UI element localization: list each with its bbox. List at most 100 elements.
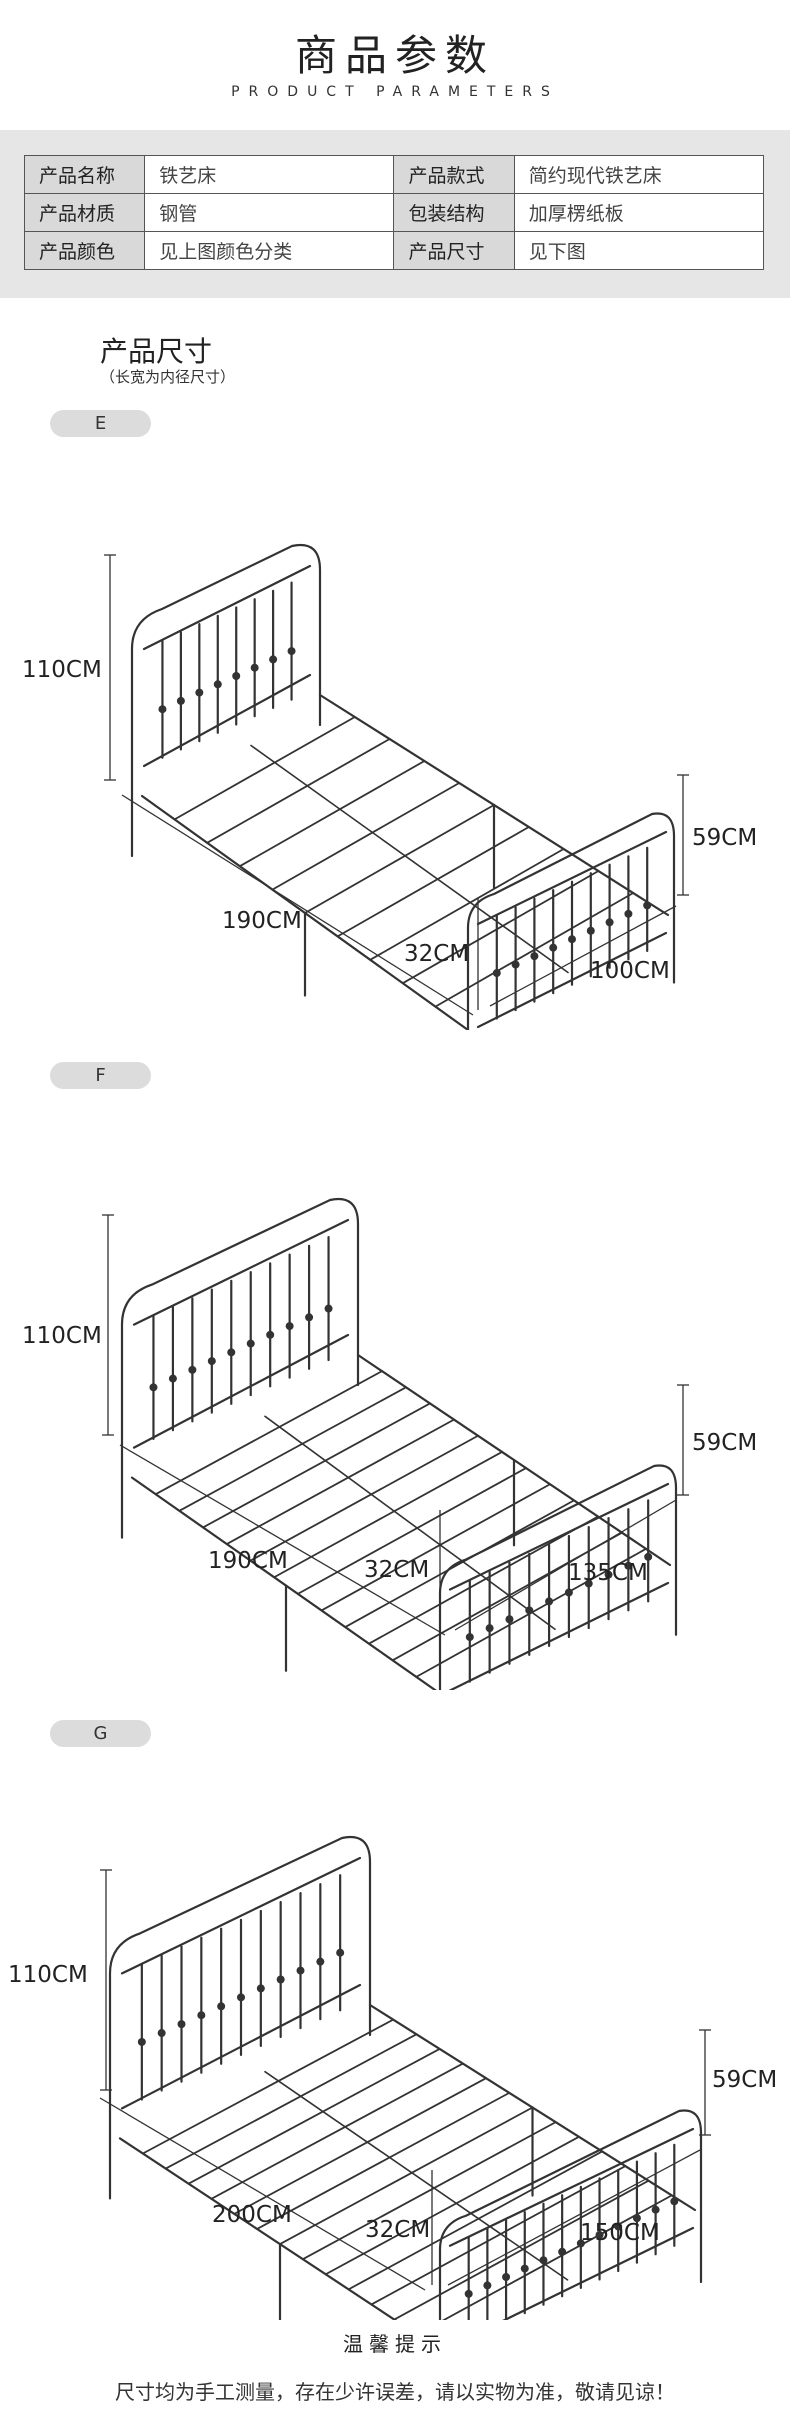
- dim-head-height: 110CM: [22, 657, 102, 683]
- dim-length: 190CM: [222, 908, 302, 934]
- dimension-lines: [104, 554, 689, 1016]
- headboard-spindle-knob: [137, 2037, 146, 2046]
- bed-illustration: [130, 543, 676, 1030]
- dim-length: 190CM: [208, 1548, 288, 1574]
- footboard-spindle-knob: [576, 2239, 585, 2248]
- bed-slat: [233, 2077, 487, 2215]
- param-value: 钢管: [144, 193, 395, 232]
- headboard-spindle-knob: [256, 1984, 265, 1993]
- headboard-spindle-knob: [324, 1304, 333, 1313]
- bed-diagram-f: 110CM 59CM 190CM 32CM 135CM: [22, 1197, 757, 1690]
- bed-slat: [256, 2091, 511, 2230]
- bed-slat: [279, 2106, 534, 2245]
- bed-slat: [225, 1418, 455, 1545]
- bed-slat: [173, 716, 356, 821]
- footboard-spindle-knob: [483, 2281, 492, 2290]
- param-key: 产品材质: [23, 193, 146, 232]
- bed-slat: [370, 2165, 627, 2306]
- param-key: 产品尺寸: [393, 231, 515, 270]
- headboard-spindle-knob: [296, 1966, 305, 1975]
- headboard-spindle-knob: [177, 2020, 186, 2029]
- dim-head-height: 110CM: [22, 1323, 102, 1349]
- bed-slat: [164, 2033, 418, 2170]
- size-section-title: 产品尺寸: [100, 335, 213, 368]
- footboard-frame: [466, 812, 676, 1030]
- footboard-spindle-knob: [558, 2247, 567, 2256]
- dim-leg-height: 32CM: [404, 941, 469, 967]
- bed-slat: [344, 1499, 575, 1628]
- page-subtitle: PRODUCT PARAMETERS: [231, 84, 559, 100]
- footboard-spindle-knob: [492, 969, 501, 978]
- dim-foot-height: 59CM: [712, 2067, 777, 2093]
- headboard-spindle-knob: [213, 680, 222, 689]
- bed-slat: [393, 2179, 650, 2320]
- footboard-spindle-knob: [464, 2289, 473, 2298]
- footboard-spindle-knob: [530, 952, 539, 961]
- footboard-top-rail: [448, 2127, 695, 2247]
- param-value: 简约现代铁艺床: [513, 155, 765, 194]
- headboard-spindle-knob: [227, 1348, 236, 1357]
- footboard-spindle-knob: [465, 1633, 474, 1642]
- footboard-spindle-knob: [595, 2230, 604, 2239]
- bed-slat: [273, 1451, 503, 1579]
- headboard-spindle-knob: [276, 1975, 285, 1984]
- footboard-spindle-knob: [651, 2205, 660, 2214]
- headboard-spindle-knob: [269, 655, 278, 664]
- headboard-spindle-knob: [195, 688, 204, 697]
- bed-slat: [320, 1483, 551, 1612]
- footboard-top-rail: [448, 1482, 670, 1591]
- page-title: 商品参数: [294, 31, 495, 80]
- bed-slat: [336, 826, 530, 938]
- footboard-spindle-knob: [485, 1624, 494, 1633]
- footboard-frame: [438, 2109, 703, 2320]
- model-label-f: F: [50, 1062, 151, 1089]
- headboard-spindle-knob: [316, 1957, 325, 1966]
- tips-title: 温馨提示: [343, 2332, 447, 2356]
- dimension-lines: [102, 1214, 689, 1636]
- dim-foot-height: 59CM: [692, 1430, 757, 1456]
- headboard-frame: [120, 1197, 360, 1539]
- dim-head-height: 110CM: [8, 1962, 88, 1988]
- param-key: 产品颜色: [23, 231, 146, 270]
- footboard-spindle-knob: [502, 2273, 511, 2282]
- bed-slat: [210, 2062, 464, 2200]
- param-key: 产品款式: [393, 155, 515, 194]
- bed-diagram-g: 110CM 59CM 200CM 32CM 150CM: [8, 1835, 777, 2320]
- headboard-frame: [108, 1835, 372, 2200]
- bed-slat: [301, 2121, 557, 2261]
- headboard-spindle-knob: [197, 2011, 206, 2020]
- footboard-spindle-knob: [564, 1588, 573, 1597]
- param-key: 产品名称: [23, 155, 146, 194]
- headboard-spindle-knob: [287, 647, 296, 656]
- headboard-top-rail: [132, 1218, 350, 1326]
- bed-slat: [238, 760, 426, 868]
- headboard-spindle-knob: [188, 1365, 197, 1374]
- dim-width: 135CM: [568, 1560, 648, 1586]
- footboard-spindle-knob: [586, 926, 595, 935]
- parameter-table: 产品名称 铁艺床 产品款式 简约现代铁艺床 产品材质 钢管 包装结构 加厚楞纸板…: [23, 155, 765, 270]
- footboard-spindle-knob: [604, 1570, 613, 1579]
- headboard-spindle-knob: [217, 2002, 226, 2011]
- bed-slat: [347, 2150, 604, 2291]
- bed-slat: [206, 738, 391, 844]
- footboard-spindle-knob: [520, 2264, 529, 2273]
- bed-slat: [296, 1467, 527, 1595]
- footboard-spindle-knob: [505, 1615, 514, 1624]
- bed-slat: [154, 1370, 383, 1496]
- headboard-spindle-knob: [157, 2029, 166, 2038]
- bed-slat: [368, 1515, 599, 1645]
- table-row: 产品名称 铁艺床 产品款式 简约现代铁艺床: [23, 155, 765, 194]
- param-value: 铁艺床: [144, 155, 395, 194]
- footboard-spindle-knob: [632, 2214, 641, 2223]
- footboard-spindle-knob: [643, 901, 652, 910]
- headboard-bottom-rail: [142, 673, 312, 768]
- headboard-top-rail: [120, 1856, 362, 1975]
- footboard-spindle-knob: [511, 960, 520, 969]
- headboard-spindle-knob: [246, 1339, 255, 1348]
- param-value: 见上图颜色分类: [144, 231, 395, 270]
- footboard-bottom-rail: [502, 2226, 695, 2320]
- footboard-spindle-knob: [539, 2256, 548, 2265]
- headboard-spindle-knob: [266, 1330, 275, 1339]
- dim-width: 100CM: [590, 958, 670, 984]
- bed-diagram-e: 110CM 59CM 190CM 32CM 100CM: [22, 543, 757, 1030]
